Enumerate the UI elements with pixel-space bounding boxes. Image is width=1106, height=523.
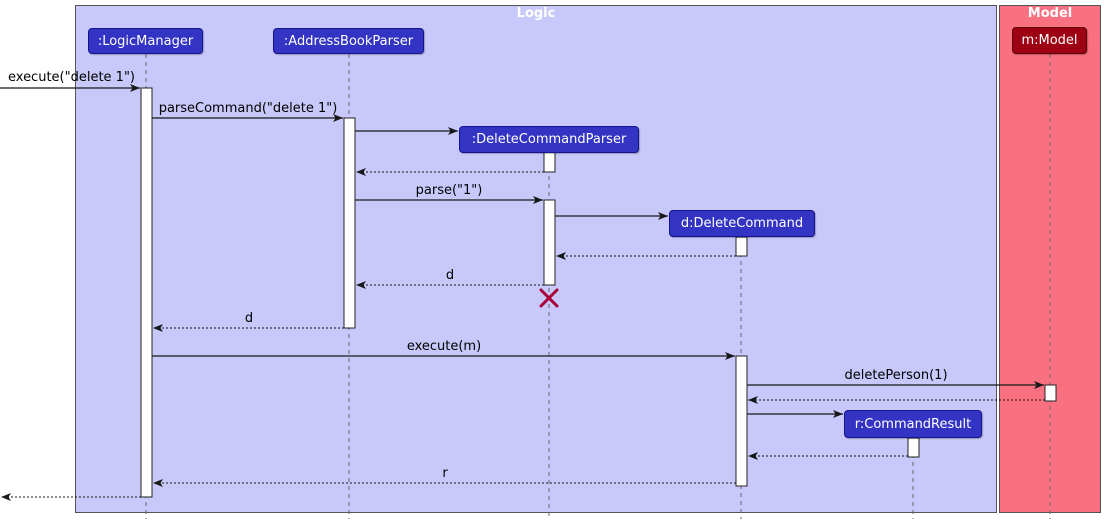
activation-command-result [907, 437, 920, 458]
activation-delete-command-parser-2 [543, 199, 556, 286]
participant-logic-manager: :LogicManager [88, 28, 203, 54]
activation-address-book-parser [343, 117, 356, 329]
frame-title-model: Model [1027, 6, 1073, 21]
participant-address-book-parser: :AddressBookParser [273, 28, 424, 54]
message-label-d-return-2: d [244, 311, 254, 326]
activation-logic-manager [140, 87, 153, 498]
message-label-parse-command: parseCommand("delete 1") [158, 101, 338, 116]
participant-delete-command: d:DeleteCommand [669, 210, 815, 237]
frame-title-logic: Logic [516, 6, 556, 21]
participant-command-result: r:CommandResult [844, 410, 982, 438]
message-label-parse-1: parse("1") [415, 183, 483, 198]
participant-delete-command-parser: :DeleteCommandParser [459, 126, 639, 153]
message-label-delete-person: deletePerson(1) [844, 368, 948, 383]
activation-delete-command-1 [735, 236, 748, 257]
activation-delete-command-parser-1 [543, 151, 556, 173]
message-label-d-return-1: d [445, 268, 455, 283]
activation-delete-command-2 [735, 355, 748, 487]
destroy-x-icon [539, 288, 559, 308]
participant-model: m:Model [1012, 27, 1087, 54]
frame-logic [75, 5, 997, 513]
activation-model [1044, 384, 1057, 402]
message-label-execute-m: execute(m) [406, 339, 482, 354]
message-label-r-return: r [442, 466, 448, 481]
message-label-execute-delete-1: execute("delete 1") [8, 70, 136, 85]
